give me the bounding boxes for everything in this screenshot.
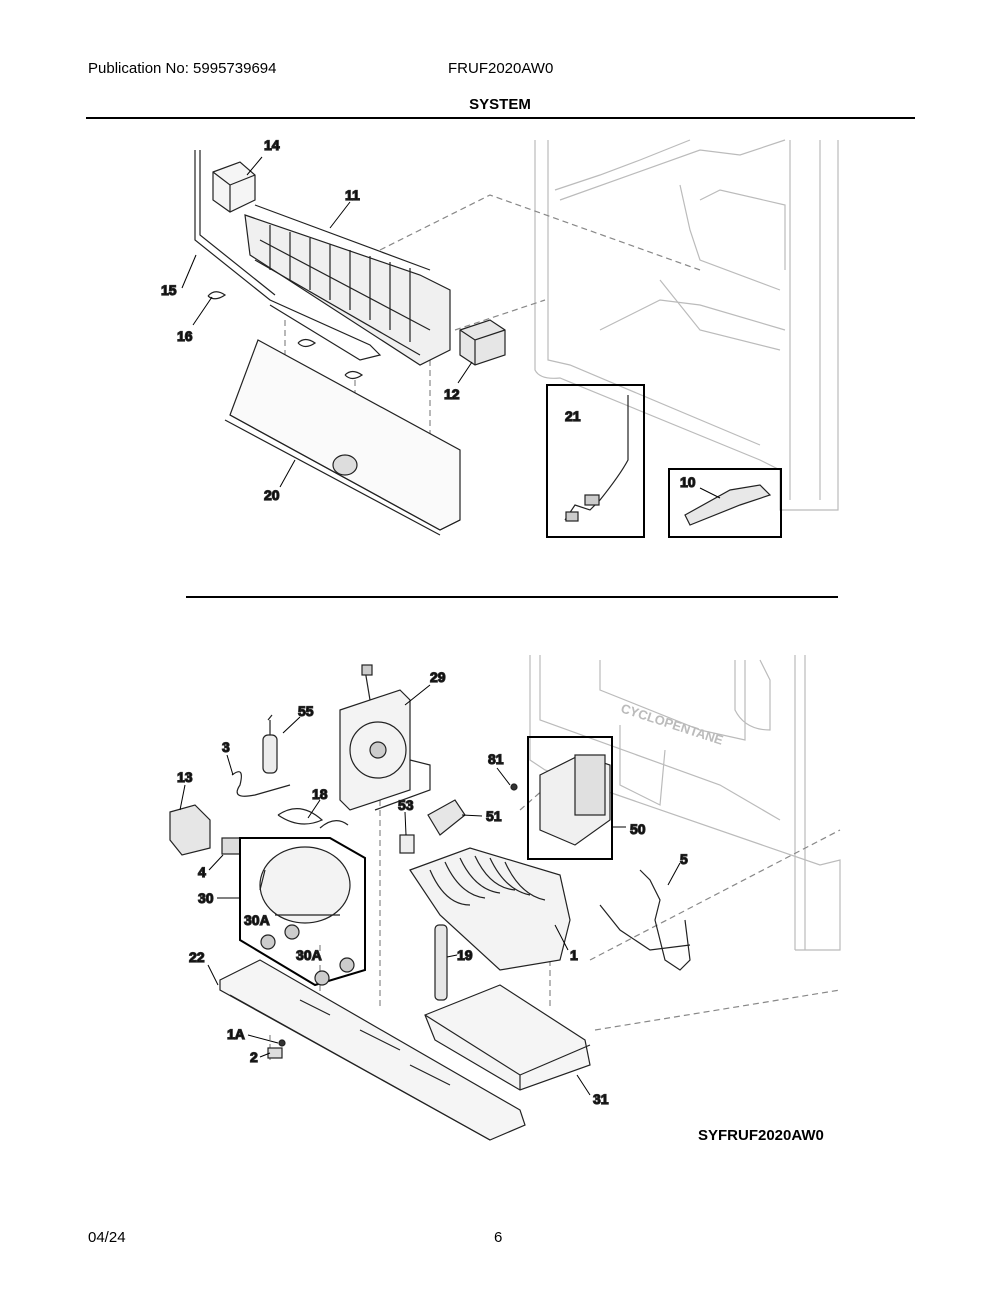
base-plate [219, 959, 526, 1141]
page-number: 6 [494, 1229, 503, 1246]
callout-30: 30 [198, 890, 214, 906]
compressor-box [239, 837, 366, 987]
diagram-code: SYFRUF2020AW0 [698, 1127, 824, 1144]
callout-13: 13 [177, 769, 193, 785]
callout-31: 31 [593, 1091, 609, 1107]
condenser [409, 847, 571, 971]
bracket-2 [267, 1047, 283, 1059]
bottom-leaders [179, 684, 681, 1096]
callout-12: 12 [444, 386, 460, 402]
callout-10: 10 [680, 474, 696, 490]
clip-18 [277, 808, 349, 829]
heater-box-10 [668, 468, 782, 538]
part-51 [427, 799, 466, 836]
callout-5: 5 [680, 851, 688, 867]
callout-30a-lower: 30A [296, 947, 322, 963]
callout-20: 20 [264, 487, 280, 503]
callout-16: 16 [177, 328, 193, 344]
callout-1a: 1A [227, 1026, 245, 1042]
control-board-50 [527, 736, 613, 860]
callout-51: 51 [486, 808, 502, 824]
relay-4 [221, 837, 241, 855]
tube-19 [434, 924, 448, 1001]
cabinet-rear [529, 655, 841, 951]
tube-3 [231, 771, 291, 797]
evaporator-cover [224, 339, 461, 536]
callout-29: 29 [430, 669, 446, 685]
sensor-box-21 [546, 384, 645, 538]
model-number: FRUF2020AW0 [448, 60, 554, 77]
callout-15: 15 [161, 282, 177, 298]
clip-16 [207, 291, 364, 380]
screw-1a [278, 1039, 286, 1047]
callout-53: 53 [398, 797, 414, 813]
defrost-tube [194, 150, 382, 361]
publication-number: Publication No: 5995739694 [88, 60, 277, 77]
callout-1: 1 [570, 947, 578, 963]
control-module-14 [212, 161, 256, 213]
footer-date: 04/24 [88, 1229, 126, 1246]
callout-3: 3 [222, 739, 230, 755]
top-leaders [181, 156, 721, 499]
callout-4: 4 [198, 864, 206, 880]
callout-18: 18 [312, 786, 328, 802]
cyclopentane-label: CYCLOPENTANE [619, 701, 725, 748]
callout-30a-upper: 30A [244, 912, 270, 928]
callout-81: 81 [488, 751, 504, 767]
screw-81 [510, 783, 518, 791]
overload-13 [169, 804, 211, 856]
drier [262, 714, 278, 774]
callout-2: 2 [250, 1049, 258, 1065]
cabinet-interior [534, 139, 839, 511]
callout-50: 50 [630, 821, 646, 837]
condenser-fan [339, 664, 431, 811]
drain-pan [424, 984, 591, 1091]
callout-22: 22 [189, 949, 205, 965]
callout-11: 11 [345, 187, 360, 203]
callout-21: 21 [565, 408, 581, 424]
callout-55: 55 [298, 703, 314, 719]
header-divider [86, 117, 915, 119]
callout-14: 14 [264, 137, 280, 153]
page-title: SYSTEM [469, 96, 531, 113]
part-53 [399, 834, 415, 854]
fan-motor-12 [459, 319, 506, 366]
section-divider [186, 596, 838, 598]
callout-19: 19 [457, 947, 473, 963]
evaporator [244, 204, 451, 366]
harness-5 [599, 869, 691, 971]
